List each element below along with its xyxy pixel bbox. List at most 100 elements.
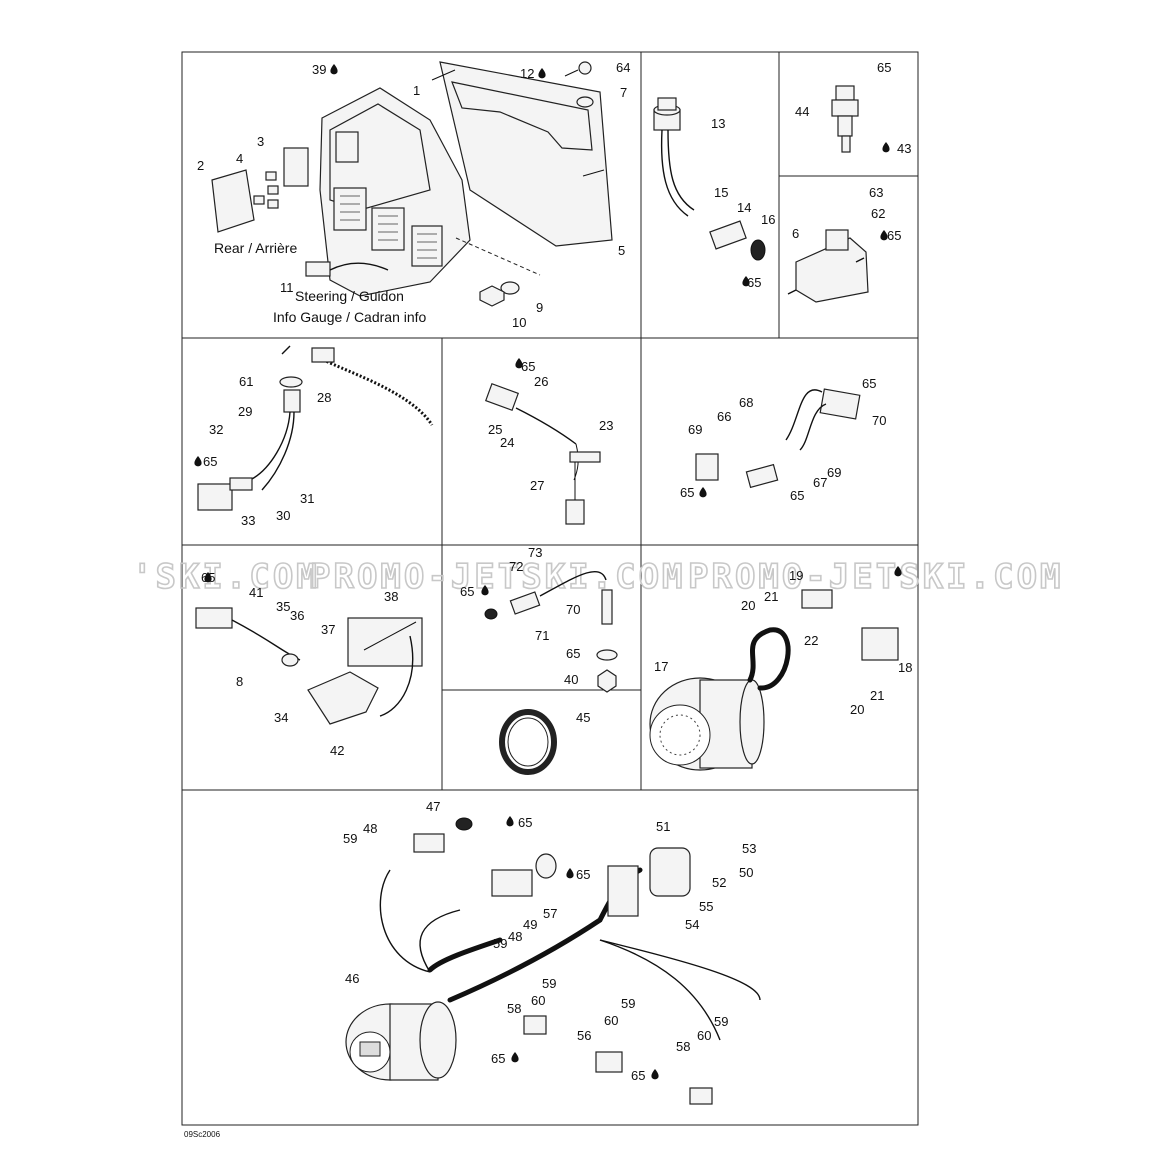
sensor-29: [197, 345, 434, 511]
module-67: [695, 388, 861, 489]
callout-label: 20: [741, 598, 755, 613]
watermark-text: PROMO-JETSKI.COM: [310, 557, 686, 597]
sealant-drop-icon: [511, 1052, 519, 1063]
callout-label: 65: [631, 1068, 645, 1083]
diagram-code: 09Sc2006: [184, 1130, 221, 1139]
callout-label: 15: [714, 185, 728, 200]
callout-label: 52: [712, 875, 726, 890]
callout-label: 60: [604, 1013, 618, 1028]
switch-34: [195, 607, 423, 725]
callout-label: 65: [790, 488, 804, 503]
caption-rear: Rear / Arrière: [214, 240, 297, 256]
callout-label: 59: [542, 976, 556, 991]
callout-label: 75: [0, 0, 14, 3]
callout-label: 72: [509, 559, 523, 574]
sealant-drop-icon: [742, 276, 750, 287]
callout-label: 65: [877, 60, 891, 75]
callout-label: 70: [872, 413, 886, 428]
sensor-44: [831, 85, 859, 153]
watermark-text: 'SKI.COM: [132, 557, 320, 597]
callout-label: 4: [236, 151, 243, 166]
callout-label: 59: [343, 831, 357, 846]
callout-label: 25: [488, 422, 502, 437]
callout-label: 49: [523, 917, 537, 932]
callout-label: 70: [566, 602, 580, 617]
callout-label: 55: [699, 899, 713, 914]
sealant-drop-icon: [651, 1069, 659, 1080]
callout-label: 62: [871, 206, 885, 221]
callout-label: 45: [576, 710, 590, 725]
callout-label: 59: [714, 1014, 728, 1029]
callout-label: 17: [654, 659, 668, 674]
callout-label: 65: [576, 867, 590, 882]
callout-label: 31: [300, 491, 314, 506]
callout-label: 22: [804, 633, 818, 648]
callout-label: 53: [742, 841, 756, 856]
callout-label: 65: [887, 228, 901, 243]
sealant-drop-icon: [204, 572, 212, 583]
callout-label: 30: [276, 508, 290, 523]
ecm-module: [211, 61, 613, 307]
callout-label: 19: [789, 568, 803, 583]
callout-label: 65: [491, 1051, 505, 1066]
callout-label: 7: [620, 85, 627, 100]
callout-label: 76: [0, 0, 14, 3]
callout-label: 47: [426, 799, 440, 814]
callout-label: 73: [528, 545, 542, 560]
callout-label: 51: [656, 819, 670, 834]
sealant-drop-icon: [194, 456, 202, 467]
sealant-drop-icon: [481, 585, 489, 596]
sealant-drop-icon: [330, 64, 338, 75]
callout-label: 37: [321, 622, 335, 637]
sensor-27: [484, 382, 601, 525]
callout-label: 20: [850, 702, 864, 717]
callout-label: 14: [737, 200, 751, 215]
callout-label: 44: [795, 104, 809, 119]
callout-label: 65: [680, 485, 694, 500]
gauge-17: [649, 589, 899, 771]
callout-label: 64: [616, 60, 630, 75]
callout-label: 48: [508, 929, 522, 944]
callout-label: 13: [711, 116, 725, 131]
callout-label: 10: [512, 315, 526, 330]
callout-label: 71: [535, 628, 549, 643]
callout-label: 23: [599, 418, 613, 433]
callout-label: 5: [618, 243, 625, 258]
callout-label: 66: [717, 409, 731, 424]
callout-label: 59: [493, 936, 507, 951]
callout-label: 41: [249, 585, 263, 600]
callout-label: 32: [209, 422, 223, 437]
callout-label: 56: [577, 1028, 591, 1043]
callout-label: 58: [676, 1039, 690, 1054]
callout-label: 2: [197, 158, 204, 173]
sensor-13: [653, 97, 766, 261]
callout-label: 35: [276, 599, 290, 614]
caption-info-gauge: Info Gauge / Cadran info: [273, 309, 427, 325]
callout-label: 18: [898, 660, 912, 675]
callout-label: 69: [827, 465, 841, 480]
sealant-drop-icon: [538, 68, 546, 79]
callout-label: 11: [280, 280, 294, 295]
harness-46: [345, 817, 761, 1105]
callout-label: 54: [685, 917, 699, 932]
callout-label: 40: [564, 672, 578, 687]
callout-label: 21: [764, 589, 778, 604]
callout-label: 26: [534, 374, 548, 389]
callout-label: 27: [530, 478, 544, 493]
callout-label: 38: [384, 589, 398, 604]
callout-label: 65: [747, 275, 761, 290]
callout-label: 34: [274, 710, 288, 725]
callout-label: 43: [897, 141, 911, 156]
callout-label: 24: [500, 435, 514, 450]
callout-label: 65: [862, 376, 876, 391]
solenoid-6: [787, 229, 869, 303]
callout-label: 9: [536, 300, 543, 315]
sealant-drop-icon: [566, 868, 574, 879]
callout-label: 50: [739, 865, 753, 880]
callout-label: 28: [317, 390, 331, 405]
callout-label: 65: [203, 454, 217, 469]
sealant-drop-icon: [894, 566, 902, 577]
